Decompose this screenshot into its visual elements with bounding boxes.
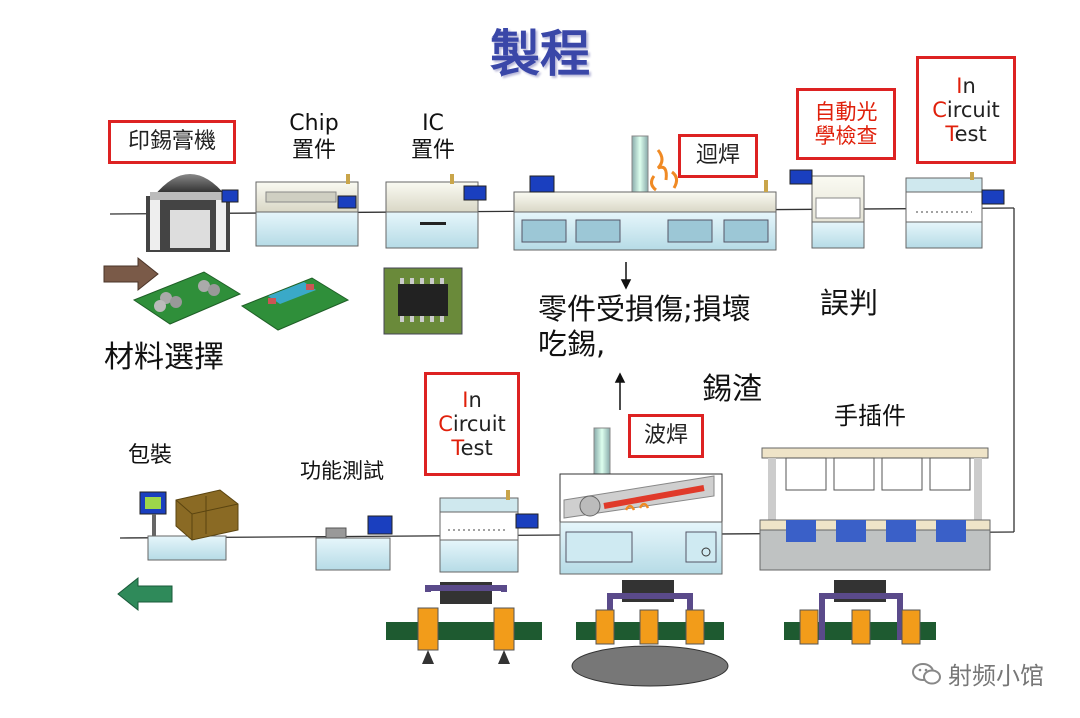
ict-bottom-machine-graphic	[439, 490, 539, 573]
watermark-text: 射频小馆	[948, 662, 1044, 690]
ict-bottom-line1: In	[462, 387, 482, 412]
aoi-machine-graphic	[789, 169, 865, 249]
ict-top-line1: In	[956, 73, 976, 98]
pcb-board-graphic-1	[132, 271, 242, 325]
ict-bottom-line2: Circuit	[438, 411, 506, 436]
reflow-oven-graphic	[513, 135, 777, 251]
chip-line1: Chip	[289, 111, 339, 136]
material-arrow	[103, 256, 159, 292]
function-test-label: 功能測試	[300, 459, 384, 483]
ic-board-graphic	[383, 267, 463, 335]
wave-solder-graphic	[559, 427, 723, 575]
manual-insert-label: 手插件	[834, 402, 906, 430]
material-selection-note: 材料選擇	[104, 340, 224, 375]
fixture-graphic-1	[386, 582, 542, 664]
aoi-line1: 自動光	[814, 99, 878, 124]
damage-line2: 吃錫,	[538, 326, 606, 361]
wave-solder-label-box: 波焊	[628, 414, 704, 458]
fixture-graphic-3	[784, 580, 936, 645]
solder-paste-label: 印錫膏機	[127, 129, 216, 155]
manual-insert-graphic	[759, 447, 991, 571]
ic-line2: 置件	[410, 138, 455, 164]
fixture-graphic-2	[571, 580, 729, 687]
reflow-label: 迴焊	[695, 143, 740, 169]
ict-top-line3: Test	[945, 122, 987, 147]
wave-solder-label: 波焊	[643, 423, 688, 449]
chip-placement-label: Chip 置件	[282, 112, 346, 162]
damage-note: 零件受損傷;損壞 吃錫,	[538, 292, 751, 362]
ict-top-line2: Circuit	[932, 97, 1000, 122]
pcb-board-graphic-2	[240, 277, 350, 331]
packing-label: 包裝	[128, 443, 173, 468]
wechat-icon	[912, 662, 941, 684]
solder-paste-label-box: 印錫膏機	[108, 120, 236, 164]
chip-line2: 置件	[291, 138, 336, 164]
output-arrow	[117, 576, 173, 612]
dross-note: 錫渣	[702, 372, 762, 407]
ict-top-machine-graphic	[905, 172, 1005, 249]
function-test-graphic	[315, 515, 393, 571]
ic-placer-graphic	[385, 174, 487, 249]
page-title: 製程	[490, 24, 590, 83]
damage-line1: 零件受損傷;損壞	[538, 292, 751, 326]
solder-paste-machine-graphic	[146, 174, 239, 252]
aoi-line2: 學檢查	[814, 124, 878, 148]
ic-line1: IC	[422, 111, 444, 136]
ict-bottom-label-box: In Circuit Test	[424, 372, 520, 476]
misjudge-note: 誤判	[820, 286, 879, 320]
ic-placement-label: IC 置件	[400, 112, 466, 162]
annotation-arrows	[614, 262, 632, 410]
aoi-label-box: 自動光 學檢查	[796, 88, 896, 160]
chip-placer-graphic	[255, 174, 359, 247]
ict-bottom-line3: Test	[451, 436, 493, 461]
packing-machine-graphic	[139, 489, 239, 561]
watermark: 射频小馆	[912, 656, 1044, 691]
reflow-label-box: 迴焊	[678, 134, 758, 178]
ict-top-label-box: In Circuit Test	[916, 56, 1016, 164]
